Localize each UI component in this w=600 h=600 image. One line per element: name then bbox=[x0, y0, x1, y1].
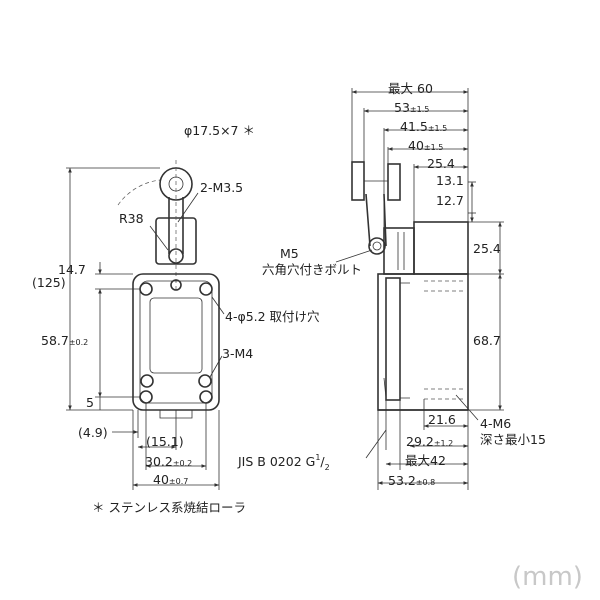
thread-hole-top bbox=[424, 280, 466, 292]
mount-hole-label: 4-φ5.2 取付け穴 bbox=[225, 309, 320, 324]
dim41-tolerance: ±1.5 bbox=[428, 124, 447, 133]
dim68-7-label: 68.7 bbox=[473, 333, 501, 348]
head-screw bbox=[170, 279, 182, 291]
side-pivot bbox=[368, 237, 386, 255]
dim53-tolerance: ±1.5 bbox=[410, 105, 429, 114]
front-view: φ17.5×7 ＊ 2-M3.5 R38 (125) 14.7 58.7±0.2… bbox=[32, 123, 320, 490]
side-flange bbox=[385, 277, 401, 401]
left-offset-label: (4.9) bbox=[78, 425, 108, 440]
conduit-slash: / bbox=[320, 454, 325, 469]
max60-label: 最大 60 bbox=[388, 81, 433, 96]
mount-hole-tl bbox=[139, 282, 153, 296]
switch-cover-panel bbox=[149, 297, 203, 374]
conduit-denominator: 2 bbox=[325, 463, 330, 472]
lever-screw-label: 2-M3.5 bbox=[200, 180, 243, 195]
footnote: ＊ ステンレス系焼結ローラ bbox=[92, 500, 246, 515]
bottom-offset-label: 5 bbox=[86, 395, 94, 410]
width-label: 40±0.7 bbox=[153, 472, 188, 487]
thread-depth-label: 深さ最小15 bbox=[480, 432, 546, 447]
dim25-4-side-label: 25.4 bbox=[473, 241, 501, 256]
center-offset-label: (15.1) bbox=[146, 434, 184, 449]
dim53-value: 53 bbox=[394, 100, 410, 115]
conduit-numerator: 1 bbox=[315, 453, 320, 462]
hole-pitch-label: 30.2±0.2 bbox=[145, 454, 192, 469]
radius-label: R38 bbox=[119, 211, 144, 226]
unit-label: (mm) bbox=[512, 562, 583, 592]
lever-arm bbox=[168, 197, 184, 254]
dim41-value: 41.5 bbox=[400, 119, 428, 134]
width-value: 40 bbox=[153, 472, 169, 487]
hole-pitch-value: 30.2 bbox=[145, 454, 173, 469]
switch-body-inner bbox=[139, 280, 213, 404]
dim53-label: 53±1.5 bbox=[394, 100, 429, 115]
conduit-label: JIS B 0202 G1/2 bbox=[237, 453, 330, 472]
dim53-2-label: 53.2±0.8 bbox=[388, 473, 435, 488]
lever-pivot bbox=[168, 248, 184, 264]
dim12-7-label: 12.7 bbox=[436, 193, 464, 208]
max60-value: 60 bbox=[417, 81, 433, 96]
dim29-2-tolerance: ±1.2 bbox=[434, 439, 453, 448]
dim13-1-label: 13.1 bbox=[436, 173, 464, 188]
dim29-2-value: 29.2 bbox=[406, 434, 434, 449]
top-offset-label: 14.7 bbox=[58, 262, 86, 277]
mid-height-value: 58.7 bbox=[41, 333, 69, 348]
side-main-body bbox=[413, 221, 469, 275]
mount-hole-br bbox=[199, 390, 213, 404]
hole-pitch-tolerance: ±0.2 bbox=[173, 459, 192, 468]
cover-screw-l bbox=[140, 374, 154, 388]
dim53-2-value: 53.2 bbox=[388, 473, 416, 488]
max42-value: 42 bbox=[430, 453, 446, 468]
dim29-2-label: 29.2±1.2 bbox=[406, 434, 453, 449]
thread-hole-bottom bbox=[424, 388, 466, 400]
bolt-name-label: M5 bbox=[280, 246, 299, 261]
conduit-value: JIS B 0202 G bbox=[237, 454, 315, 469]
width-tolerance: ±0.7 bbox=[169, 477, 188, 486]
cover-screw-label: 3-M4 bbox=[222, 346, 253, 361]
dim41-label: 41.5±1.5 bbox=[400, 119, 447, 134]
side-roller-right bbox=[387, 163, 401, 201]
dim53-2-tolerance: ±0.8 bbox=[416, 478, 435, 487]
dim25-4-top-label: 25.4 bbox=[427, 156, 455, 171]
dim40-value: 40 bbox=[408, 138, 424, 153]
side-roller bbox=[351, 161, 365, 201]
mid-height-tolerance: ±0.2 bbox=[69, 338, 88, 347]
dim21-6-label: 21.6 bbox=[428, 412, 456, 427]
height-total-label: (125) bbox=[32, 275, 66, 290]
cover-screw-r bbox=[198, 374, 212, 388]
thread-label: 4-M6 bbox=[480, 416, 511, 431]
lever-swing-arc bbox=[117, 179, 161, 206]
roller-label: φ17.5×7 ＊ bbox=[184, 123, 255, 138]
mid-height-label: 58.7±0.2 bbox=[41, 333, 88, 348]
max42-prefix: 最大 bbox=[405, 453, 430, 468]
side-head bbox=[383, 227, 415, 275]
dim40-tolerance: ±1.5 bbox=[424, 143, 443, 152]
bolt-desc-label: 六角穴付きボルト bbox=[262, 262, 362, 277]
mount-hole-bl bbox=[139, 390, 153, 404]
side-lower-body bbox=[377, 273, 469, 411]
max60-prefix: 最大 bbox=[388, 81, 413, 96]
max42-label: 最大42 bbox=[405, 453, 446, 468]
mount-hole-tr bbox=[199, 282, 213, 296]
dim40-label: 40±1.5 bbox=[408, 138, 443, 153]
